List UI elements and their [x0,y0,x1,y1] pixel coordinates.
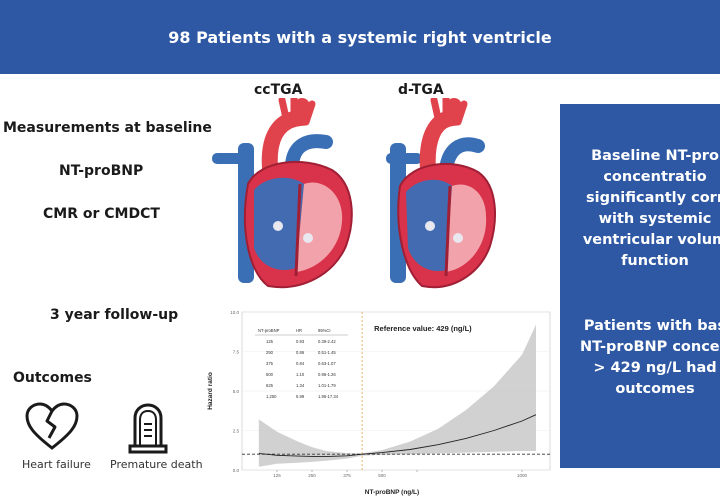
conclusion-line: Patients with bas [583,318,720,334]
dtga-heart-icon [386,98,496,289]
table-header: HR [296,328,302,333]
conclusion-outcomes: Patients with bas NT-proBNP concen > 429… [560,316,720,400]
followup-label: 3 year follow-up [50,307,179,323]
table-cell: 500 [266,372,274,377]
dtga-label: d-TGA [398,82,444,98]
hazard-ratio-chart: 0.0 2.5 5.0 7.5 10.0 125 250 375 500 1000 Referenc… [207,310,551,496]
table-cell: 375 [266,361,274,366]
conclusion-line: concentratio [603,169,707,185]
conclusion-line: Baseline NT-pro [591,148,719,164]
header-banner: 98 Patients with a systemic right ventri… [0,0,720,74]
hazard-ratio-curve [258,414,537,458]
conclusion-line: function [621,253,689,269]
conclusions-panel: Baseline NT-pro concentratio significant… [560,104,720,468]
outcomes-label: Outcomes [13,370,92,386]
imaging-label: CMR or CMDCT [43,206,160,222]
conclusion-line: NT-proBNP concen [580,339,720,355]
x-tick-label: 250 [308,473,316,478]
table-cell: 1.01-1.79 [318,383,336,388]
table-cell: 125 [266,339,274,344]
table-cell: 1,250 [266,394,277,399]
banner-title: 98 Patients with a systemic right ventri… [168,27,552,47]
table-header: NT-proBNP [258,328,280,333]
table-cell: 1.10 [296,372,305,377]
premature-death-label: Premature death [110,458,203,471]
y-tick-label: 2.5 [233,429,240,434]
table-cell: 0.93 [296,339,305,344]
table-cell: 0.84 [296,361,305,366]
conclusion-line: with systemic [598,211,712,227]
x-tick-label: 375 [343,473,351,478]
table-cell: 0.86 [296,350,305,355]
table-cell: 625 [266,383,274,388]
cctga-label: ccTGA [254,82,303,98]
ntprobnp-label: NT-proBNP [59,163,144,179]
tombstone-icon [128,403,168,454]
table-cell: 250 [266,350,274,355]
x-tick-label: 125 [273,473,281,478]
x-tick-label: 1000 [517,473,528,478]
conclusion-line: > 429 ng/L had [593,360,717,376]
y-tick-label: 0.0 [233,468,240,473]
conclusion-line: significantly corr [586,190,720,206]
y-axis-label: Hazard ratio [207,372,214,410]
conclusion-line: outcomes [615,381,695,397]
confidence-band [258,324,536,467]
y-tick-label: 10.0 [230,310,239,315]
table-header: 95%CI [318,328,331,333]
heart-failure-label: Heart failure [22,458,91,471]
y-tick-label: 7.5 [233,350,240,355]
conclusion-line: ventricular volum [582,232,720,248]
table-cell: 0.39-2.42 [318,339,336,344]
x-axis-label: NT-proBNP (ng/L) [365,489,419,496]
table-cell: 0.96-1.26 [318,372,336,377]
reference-value-label: Reference value: 429 (ng/L) [374,324,472,333]
table-cell: 1.34 [296,383,305,388]
table-cell: 1.95-17.34 [318,394,339,399]
table-cell: 5.99 [296,394,305,399]
y-tick-label: 5.0 [233,389,240,394]
broken-heart-icon [25,402,79,450]
measurements-label: Measurements at baseline [3,120,212,136]
x-tick-label: 500 [378,473,386,478]
table-cell: 0.63-1.07 [318,361,336,366]
cctga-heart-icon [212,98,353,289]
conclusion-correlation: Baseline NT-pro concentratio significant… [560,146,720,272]
table-cell: 0.51-1.45 [318,350,336,355]
